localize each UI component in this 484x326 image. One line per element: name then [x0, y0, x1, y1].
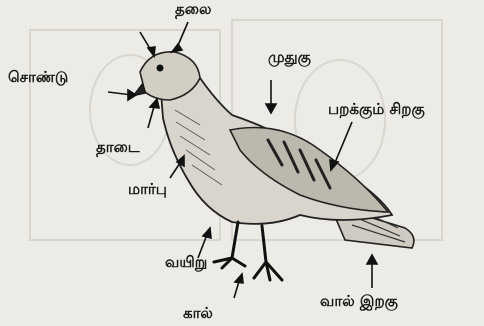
label-chin: தாடை: [96, 140, 140, 155]
label-flight-wing: பறக்கும் சிறகு: [328, 102, 425, 117]
label-belly: வயிறு: [165, 255, 207, 270]
label-beak: சொண்டு: [8, 70, 68, 85]
label-back: முதுகு: [268, 50, 311, 65]
label-breast: மார்பு: [128, 182, 167, 197]
pigeon-legs: [214, 222, 282, 280]
pigeon-eye: [157, 65, 164, 72]
label-head: தலை: [175, 2, 211, 17]
label-leg: கால்: [183, 306, 213, 321]
label-tail-feather: வால் இறகு: [320, 294, 398, 309]
